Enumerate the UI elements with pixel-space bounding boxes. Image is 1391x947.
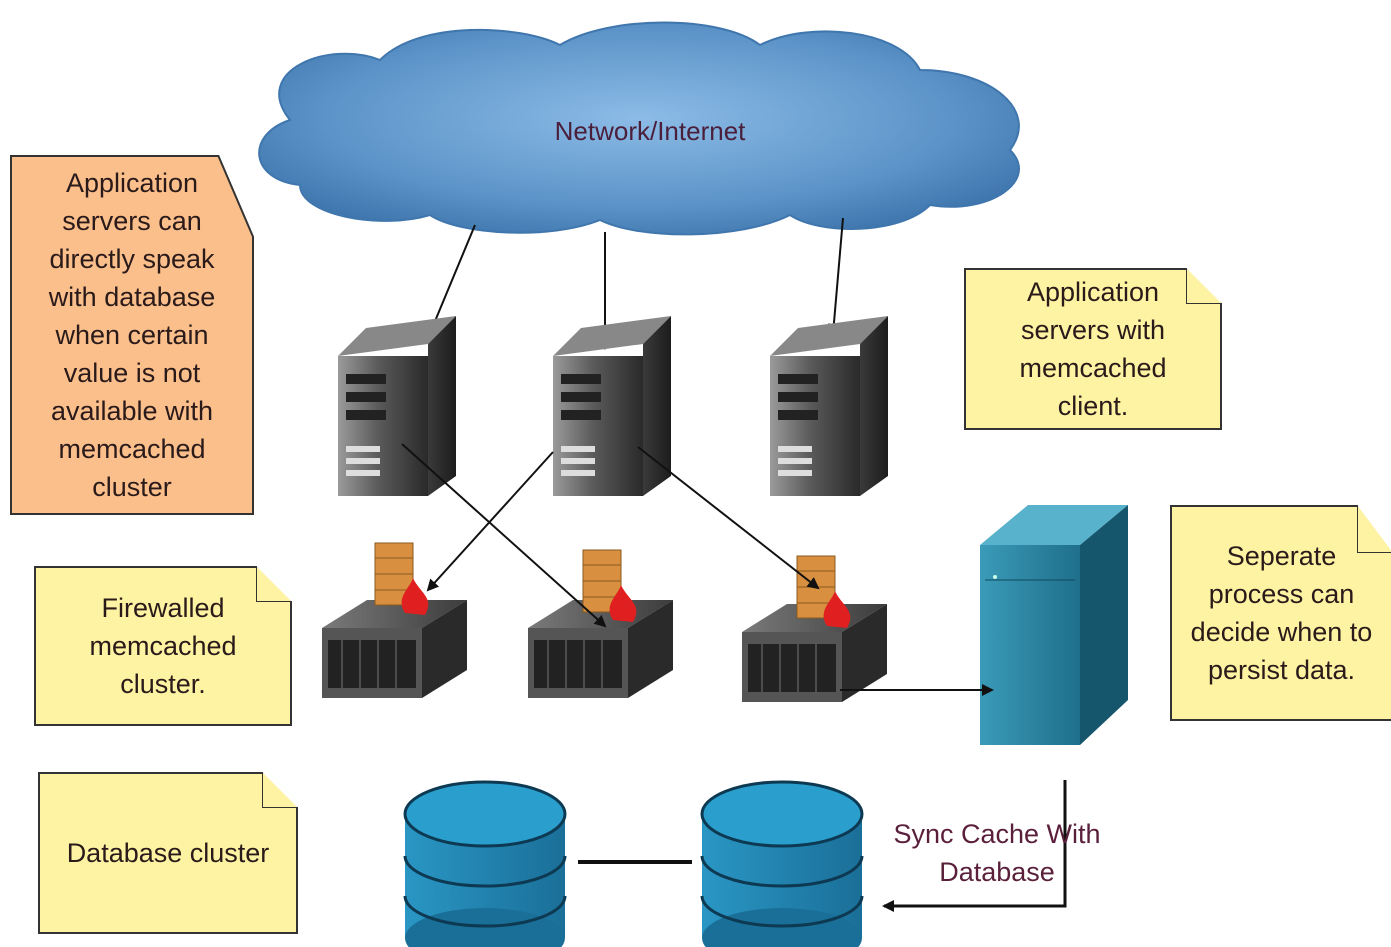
tower-server-icon [553,316,671,496]
note-db-cluster: Database cluster [38,772,298,934]
rack-server-icon [322,600,467,698]
rack-server-icon [528,600,673,698]
note-app-servers: Application servers with memcached clien… [964,268,1222,430]
note-firewalled-text: Firewalled memcached cluster. [89,593,237,699]
note-firewalled: Firewalled memcached cluster. [34,566,292,726]
database-icon [700,780,864,947]
sync-label: Sync Cache With Database [893,819,1101,887]
firewall-icon [374,542,429,615]
storage-server-icon [980,505,1128,745]
firewall-icon [796,555,851,628]
rack-server-icon [742,604,887,702]
folded-corner-icon [218,155,254,239]
note-persist: Seperate process can decide when to pers… [1170,505,1391,721]
folded-corner-icon [262,772,298,808]
note-db-direct: Application servers can directly speak w… [10,155,254,515]
tower-server-icon [338,316,456,496]
note-db-direct-text: Application servers can directly speak w… [48,168,216,502]
database-icon [403,780,567,947]
note-app-servers-text: Application servers with memcached clien… [1019,277,1167,421]
firewall-icon [582,549,637,622]
folded-corner-icon [1186,268,1222,304]
folded-corner-icon [1357,505,1391,553]
server-to-cache-arrows [401,443,820,628]
note-db-cluster-text: Database cluster [66,838,270,868]
note-persist-text: Seperate process can decide when to pers… [1190,541,1373,685]
folded-corner-icon [256,566,292,602]
sync-arrow [882,780,1067,912]
network-cloud [258,21,1020,236]
tower-server-icon [770,316,888,496]
network-label: Network/Internet [554,116,746,146]
